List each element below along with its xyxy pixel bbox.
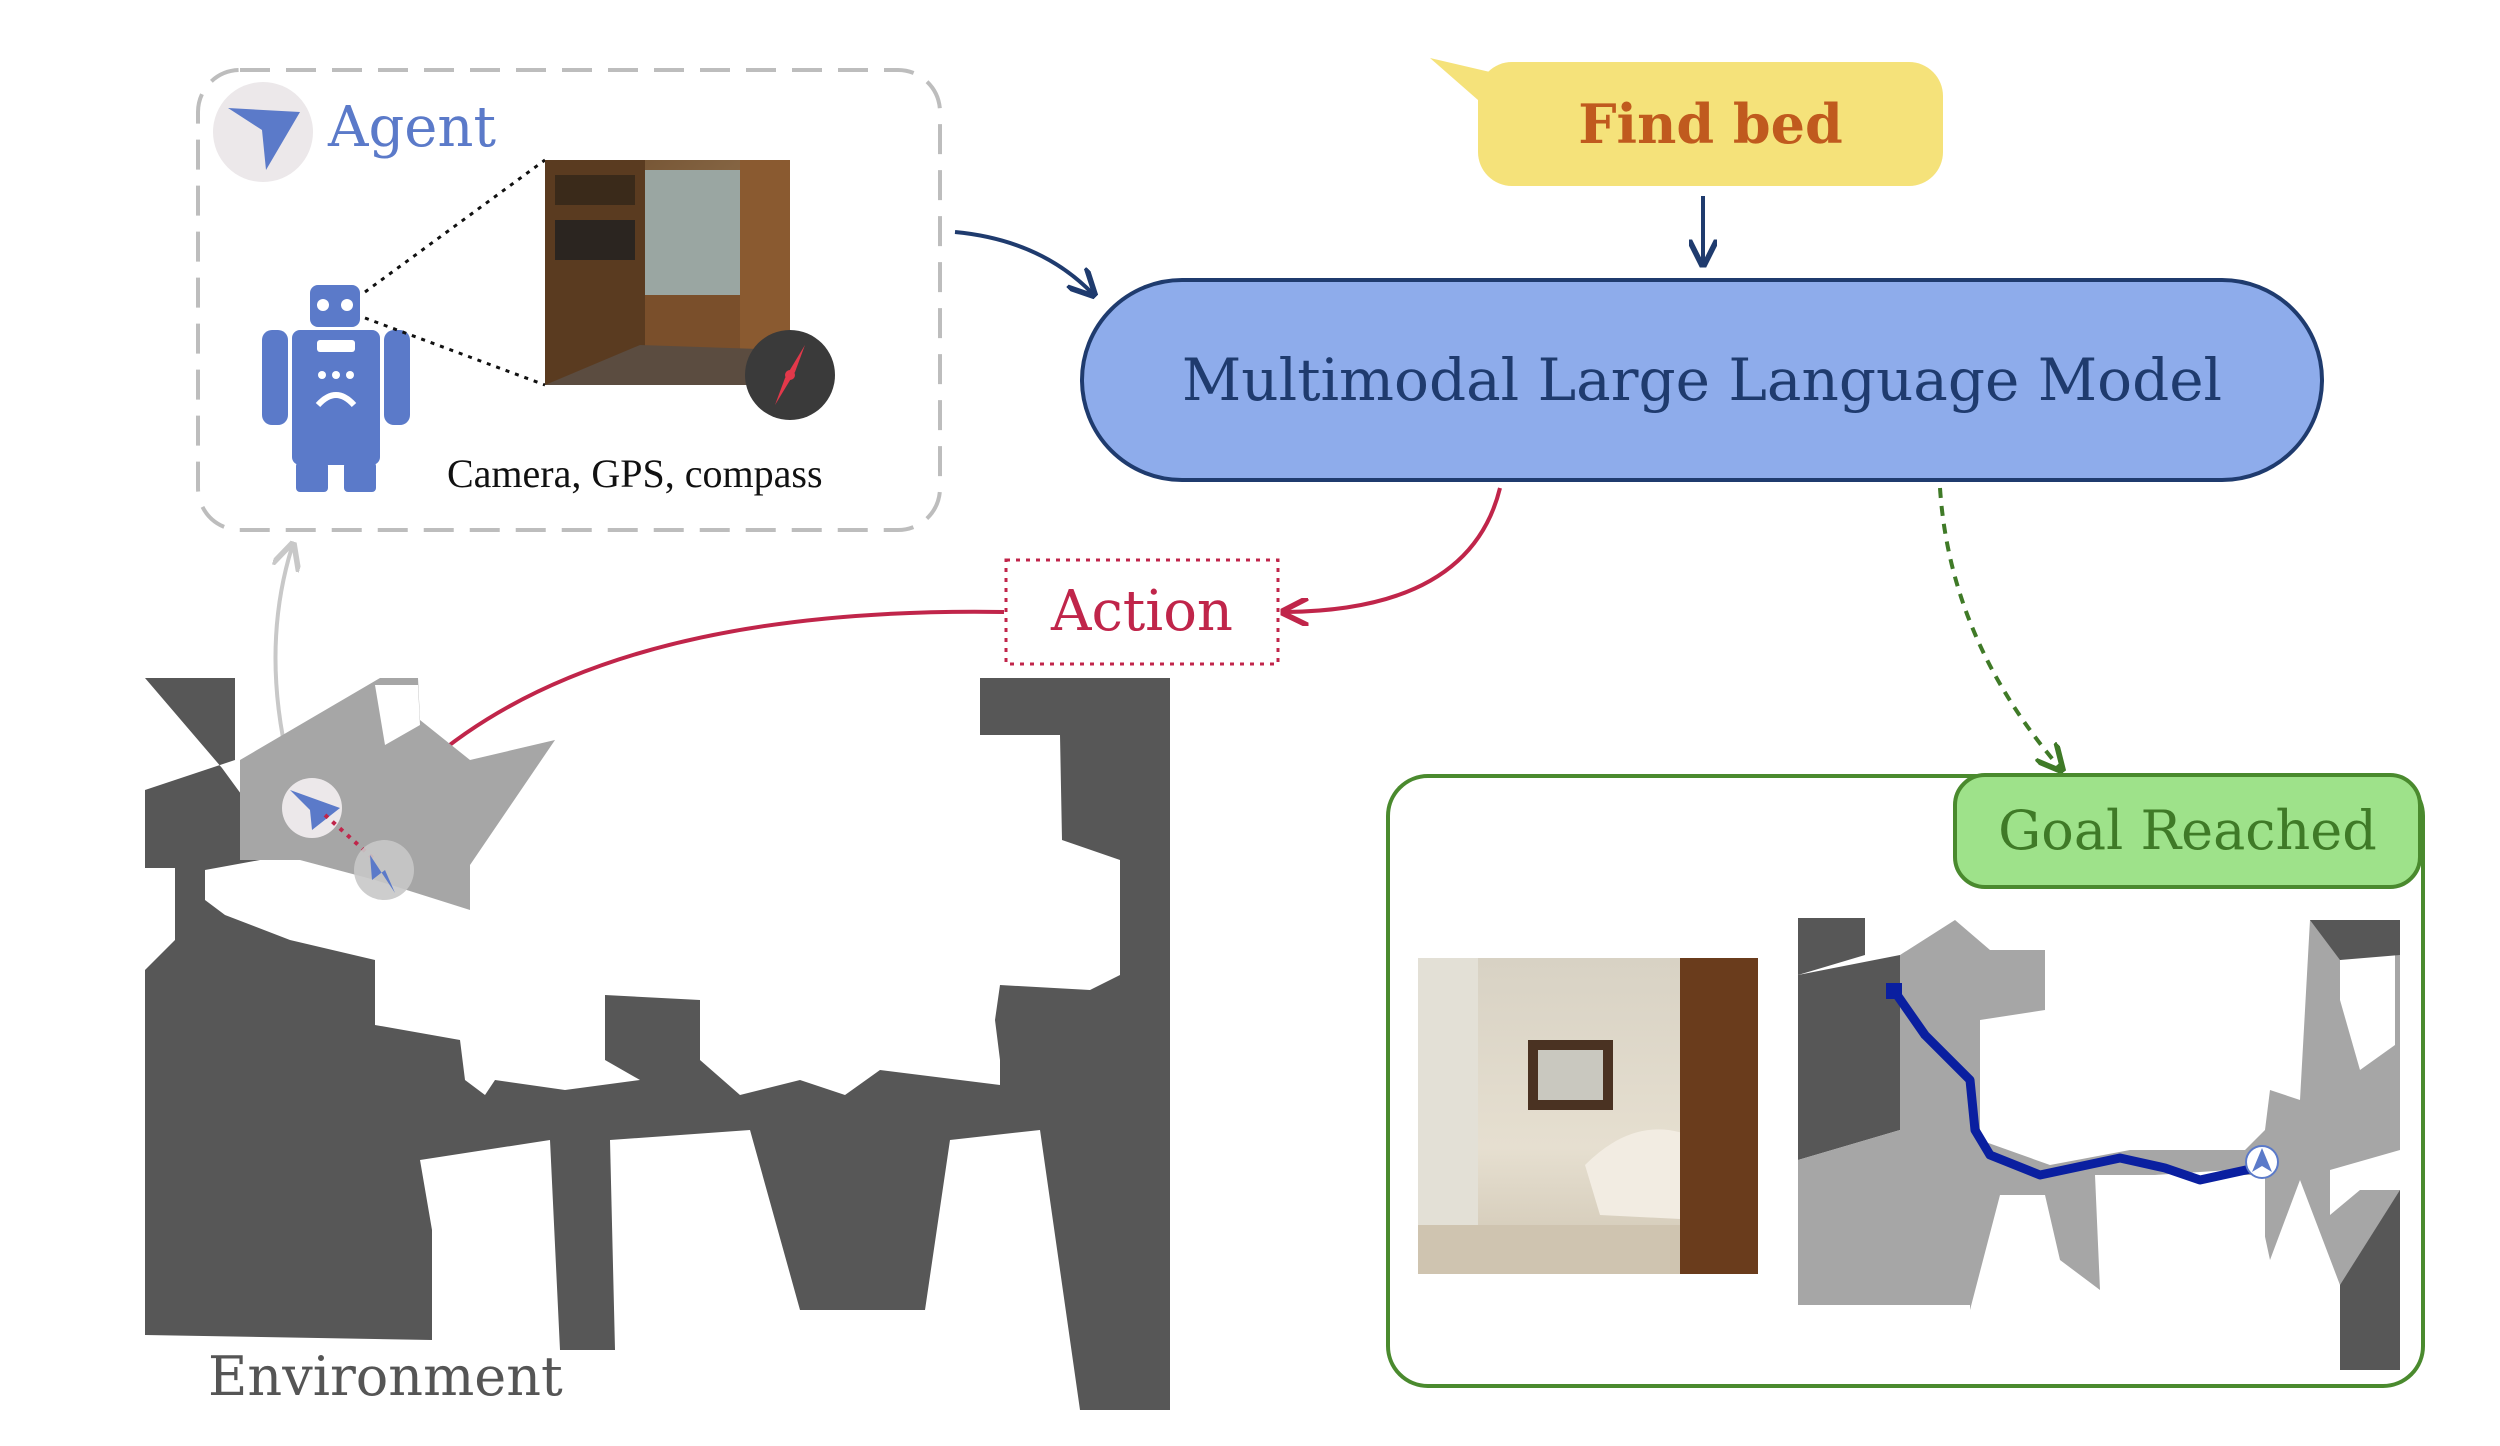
instruction-text: Find bed [1578,92,1843,156]
agent-box [196,68,942,532]
model-to-goal-arrow [1938,487,2060,768]
observation-arrow [954,230,1092,293]
model-to-action-arrow [1286,487,1502,612]
environment-map [145,678,1170,1410]
goal-view-image [1418,958,1758,1274]
navigation-arrow-icon [213,82,313,182]
goal-label: Goal Reached [1998,799,2377,862]
compass-icon [745,330,835,420]
action-label: Action [1051,579,1233,644]
agent-next-marker-icon [354,840,414,900]
goal-agent-marker-icon [2245,1145,2279,1179]
model-box [1080,278,2324,482]
trajectory-path [1890,987,2260,1185]
model-label: Multimodal Large Language Model [1181,346,2223,414]
trajectory-start [1886,983,1902,999]
view-line-top [364,158,546,294]
goal-box [1386,774,2425,1388]
agent-marker-icon [282,778,342,838]
environment-label: Environment [208,1345,563,1408]
view-line-bottom [364,316,546,387]
camera-view-image [545,160,790,385]
instruction-bubble [1430,58,1943,186]
goal-map [1798,918,2400,1370]
agent-title: Agent [328,95,496,160]
action-box [1004,558,1280,666]
agent-move-line [323,813,377,862]
sensor-caption: Camera, GPS, compass [447,451,823,496]
robot-icon [262,285,410,492]
goal-badge [1953,773,2422,889]
